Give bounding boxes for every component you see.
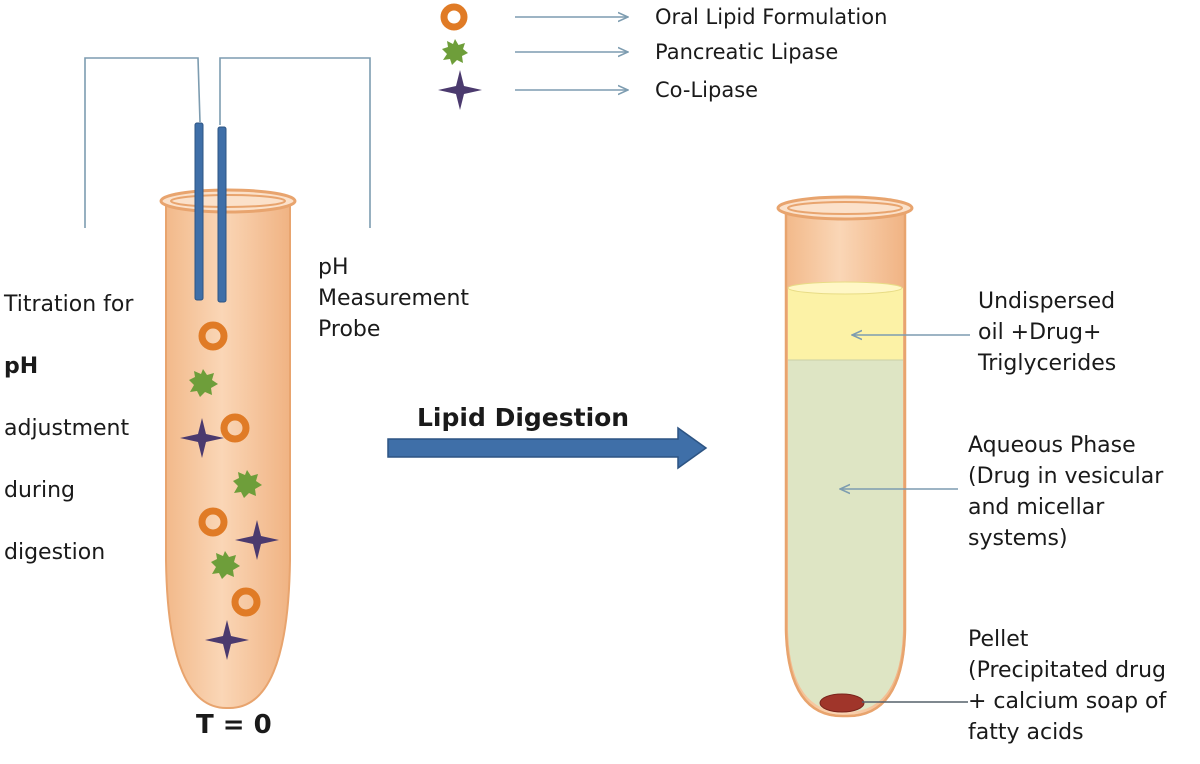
time-label: T = 0 <box>196 710 272 740</box>
lipase-particle <box>189 369 218 397</box>
lipid-digestion-label: Lipid Digestion <box>417 403 630 432</box>
legend-label-lipid: Oral Lipid Formulation <box>655 5 888 29</box>
lipase-particle <box>233 470 262 498</box>
co-lipase-particle <box>180 418 224 458</box>
legend-label-lipase: Pancreatic Lipase <box>655 40 839 64</box>
titration-label: Titration for pH adjustment during diges… <box>4 292 134 565</box>
titration-probe <box>194 122 204 301</box>
lipase-particle <box>211 551 240 579</box>
aqueous-phase <box>788 360 903 713</box>
lipid-particle <box>198 321 228 351</box>
lipid-formulation-icon <box>440 3 468 31</box>
titration-tube-line <box>84 57 201 228</box>
oil-layer-label: Undispersed oil +Drug+ Triglycerides <box>978 289 1117 376</box>
pancreatic-lipase-icon <box>442 39 468 65</box>
lipid-digestion-arrow <box>387 426 708 470</box>
right-test-tube <box>776 195 914 718</box>
pellet <box>819 693 865 713</box>
co-lipase-particle <box>205 620 249 660</box>
legend-label-colipase: Co-Lipase <box>655 78 759 102</box>
oil-layer <box>788 288 903 360</box>
left-tube-rim <box>159 188 297 214</box>
lipid-particle <box>198 507 228 537</box>
legend <box>438 3 628 110</box>
lipid-particle <box>220 413 250 443</box>
probe-wire-line <box>219 57 371 228</box>
co-lipase-icon <box>438 70 482 110</box>
left-tube-contents <box>180 321 279 660</box>
pellet-label: Pellet (Precipitated drug + calcium soap… <box>968 627 1167 745</box>
co-lipase-particle <box>235 520 279 560</box>
left-tube-body <box>165 199 291 710</box>
right-tube-rim <box>776 195 914 221</box>
ph-probe-label: pH Measurement Probe <box>318 255 470 342</box>
ph-measurement-probe <box>217 126 227 303</box>
lipid-particle <box>231 587 261 617</box>
aqueous-phase-label: Aqueous Phase (Drug in vesicular and mic… <box>968 433 1164 551</box>
